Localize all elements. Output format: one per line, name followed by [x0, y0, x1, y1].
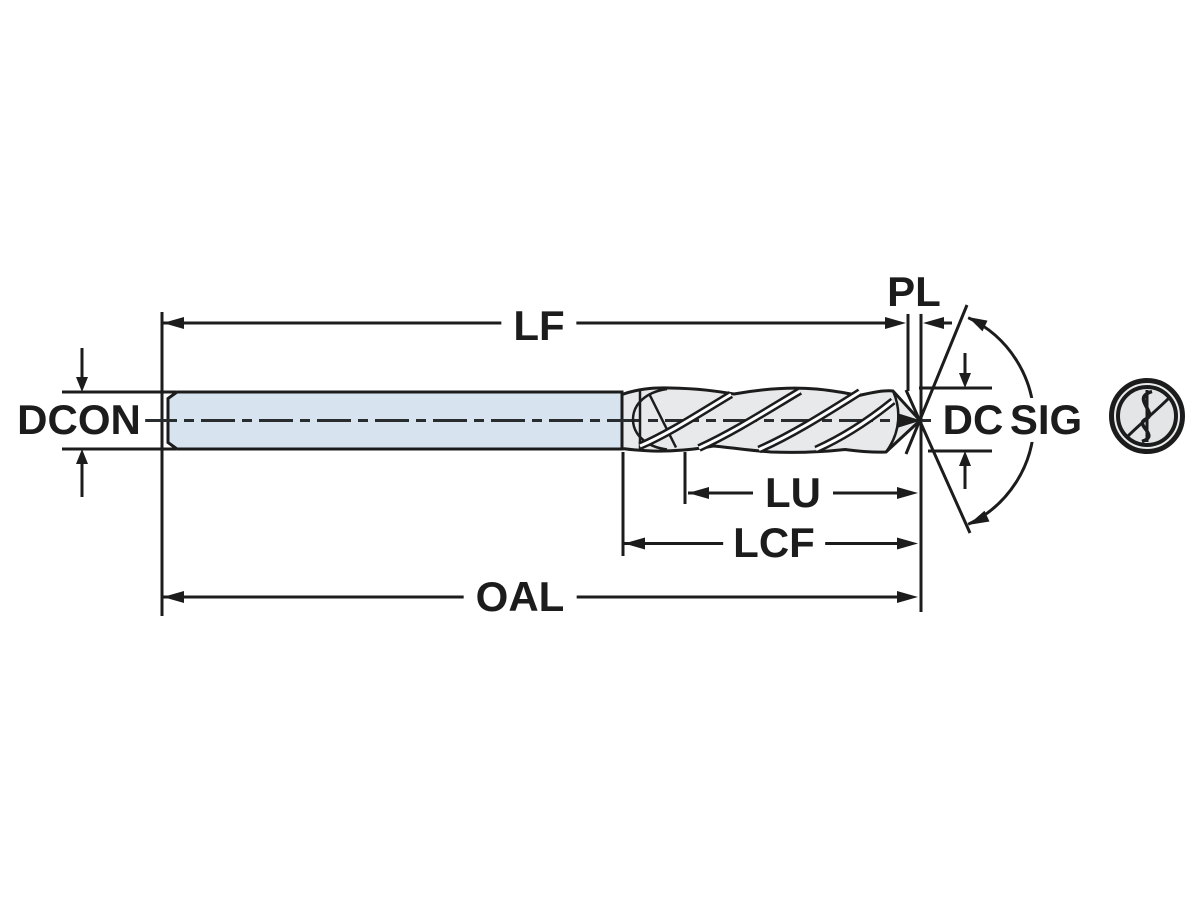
lu-arrow-right: [897, 487, 918, 499]
end-view-flute-edge: [1126, 396, 1171, 438]
oal-arrow-right: [897, 591, 918, 603]
dimension-lines: [76, 317, 971, 603]
label-sig: SIG: [1005, 397, 1087, 443]
sig-arc-arrow-top: [968, 317, 988, 332]
dc-arrow-top: [959, 373, 971, 388]
helix-gap-1: [639, 393, 732, 448]
label-pl: PL: [881, 269, 947, 315]
drill-end-view: [1109, 378, 1185, 454]
dcon-arrow-bottom: [76, 449, 88, 464]
helix-gap-4: [815, 399, 894, 451]
label-dc: DC: [938, 397, 1008, 443]
flute-helix-lines: [631, 387, 921, 454]
dcon-arrow-top: [76, 377, 88, 392]
label-oal: OAL: [463, 574, 577, 620]
dc-arrow-bottom: [959, 451, 971, 466]
label-lu: LU: [753, 470, 833, 516]
extension-lines: [62, 312, 992, 616]
lu-arrow-left: [688, 487, 709, 499]
pl-arrow: [923, 317, 944, 329]
label-lcf: LCF: [723, 520, 825, 566]
label-dcon: DCON: [13, 397, 145, 443]
lf-arrow-right: [885, 317, 906, 329]
lf-arrow-left: [163, 317, 184, 329]
lcf-arrow-left: [624, 537, 645, 550]
oal-arrow-left: [163, 591, 184, 603]
sig-arc-arrow-bottom: [968, 510, 990, 525]
lcf-arrow-right: [897, 537, 918, 550]
point-angle-line-lower: [904, 389, 972, 534]
helix-gap-3: [758, 390, 861, 451]
point-angle-line-upper: [904, 304, 969, 455]
point-chisel-wedge: [897, 413, 921, 428]
flute-runout-line: [647, 392, 678, 449]
label-lf: LF: [501, 303, 577, 349]
helix-gap-2: [698, 389, 801, 450]
